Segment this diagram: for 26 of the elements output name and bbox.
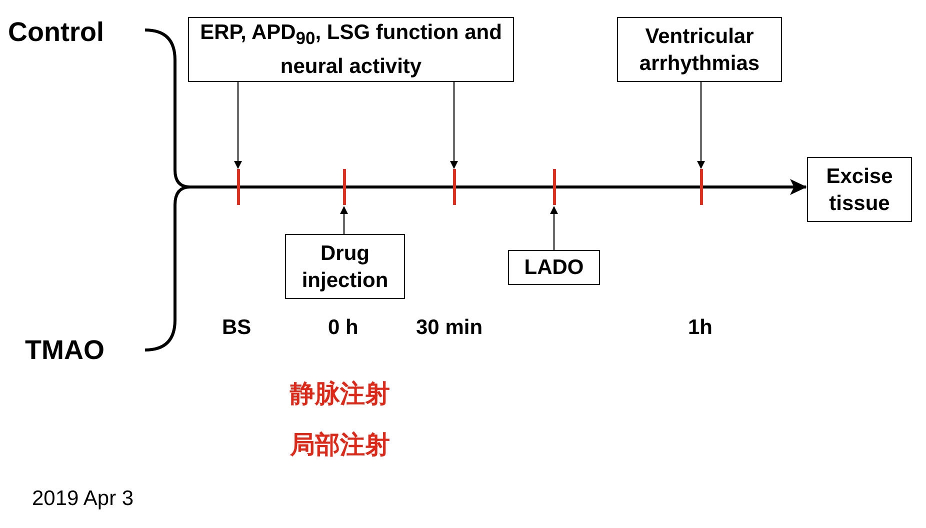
time-label: 1h [688,316,713,340]
note-text: 局部注射 [290,430,390,461]
arrow [550,206,558,250]
note-text: 静脉注射 [290,379,390,410]
arrow [340,206,348,234]
time-label: 30 min [416,316,483,340]
arrow [697,82,705,169]
timeline-tick-mark [700,169,703,205]
arrow [450,82,458,169]
group-label: Control [8,17,104,48]
curly-bracket [144,28,192,352]
outcome-box: Ventricular arrhythmias [617,17,782,82]
group-label: TMAO [25,335,104,366]
timeline-tick-mark [237,169,240,205]
citation-text: 2019 Apr 3 [32,487,134,511]
arrow [234,82,242,169]
timeline-tick-mark [453,169,456,205]
timeline-tick-mark [343,169,346,205]
intervention-box: Drug injection [285,234,405,299]
timeline-tick-mark [553,169,556,205]
time-label: BS [222,316,252,340]
end-step-box: Excise tissue [807,157,912,222]
procedure-box: LADO [508,250,600,285]
measurement-box: ERP, APD$_{90}$, LSG function and neural activity [188,17,514,82]
timeline-arrow [190,179,807,195]
time-label: 0 h [328,316,358,340]
